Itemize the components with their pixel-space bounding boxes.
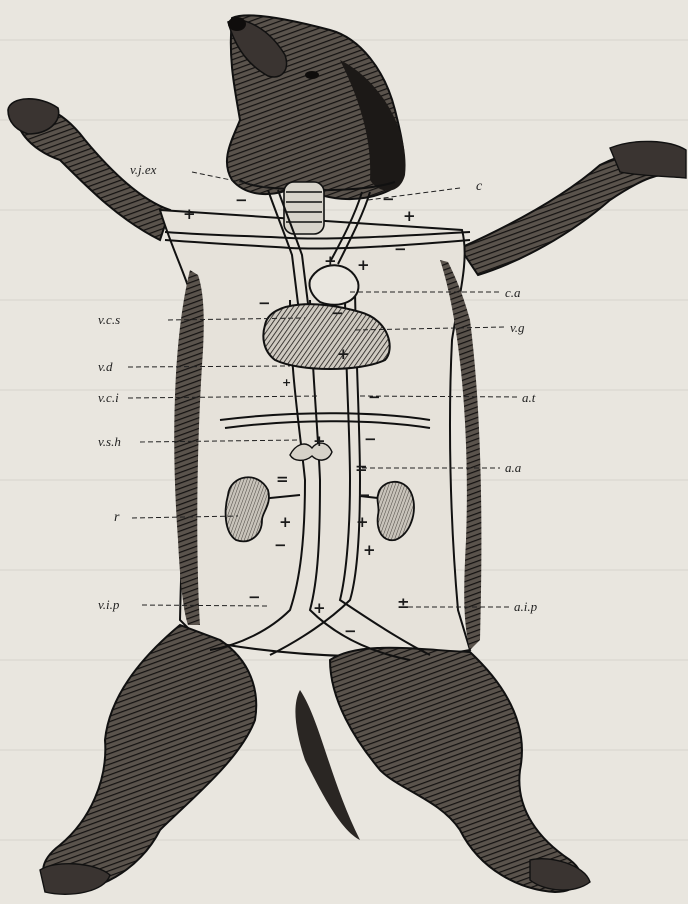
label-vsh: v.s.h — [98, 435, 121, 448]
right-foreleg — [460, 141, 686, 275]
sign-plus: + — [337, 347, 350, 362]
sign-minus: − — [358, 488, 371, 503]
sign-minus: − — [368, 390, 381, 405]
sign-minus: − — [382, 192, 395, 207]
dog-head — [227, 15, 406, 199]
sign-plus: + — [313, 601, 326, 616]
label-vip: v.i.p — [98, 598, 119, 611]
label-r: r — [114, 511, 119, 525]
left-hindleg — [40, 625, 256, 894]
sign-plus: + — [357, 258, 370, 273]
sign-equals: = — [276, 472, 289, 487]
sign-equals: = — [355, 461, 368, 476]
sign-plusminus: ± — [397, 596, 410, 611]
sign-minus: − — [258, 296, 271, 311]
sign-plus: + — [282, 377, 291, 388]
sign-minus: − — [248, 590, 261, 605]
label-ca: c.a — [505, 286, 521, 299]
sign-minus: − — [274, 538, 287, 553]
sign-plus: + — [279, 515, 292, 530]
label-at: a.t — [522, 391, 535, 404]
sign-plus: + — [403, 209, 416, 224]
label-vg: v.g — [510, 321, 525, 334]
sign-minus: − — [235, 193, 248, 208]
label-vd: v.d — [98, 360, 113, 373]
label-vci: v.c.i — [98, 391, 119, 404]
sign-minus: − — [344, 624, 357, 639]
sign-plus: + — [363, 543, 376, 558]
sign-minus: − — [331, 306, 344, 321]
label-vjex: v.j.ex — [130, 163, 156, 176]
sign-minus: − — [394, 242, 407, 257]
trachea — [284, 182, 324, 234]
sign-minus: − — [364, 432, 377, 447]
label-aip: a.i.p — [514, 600, 537, 613]
right-hindleg — [295, 648, 590, 892]
sign-plus: + — [313, 434, 326, 449]
label-vcs: v.c.s — [98, 313, 120, 326]
sign-plus: + — [356, 515, 369, 530]
label-c: c — [476, 180, 482, 194]
sign-plus: + — [324, 254, 337, 269]
sign-plus: + — [183, 207, 196, 222]
label-aa: a.a — [505, 461, 521, 474]
